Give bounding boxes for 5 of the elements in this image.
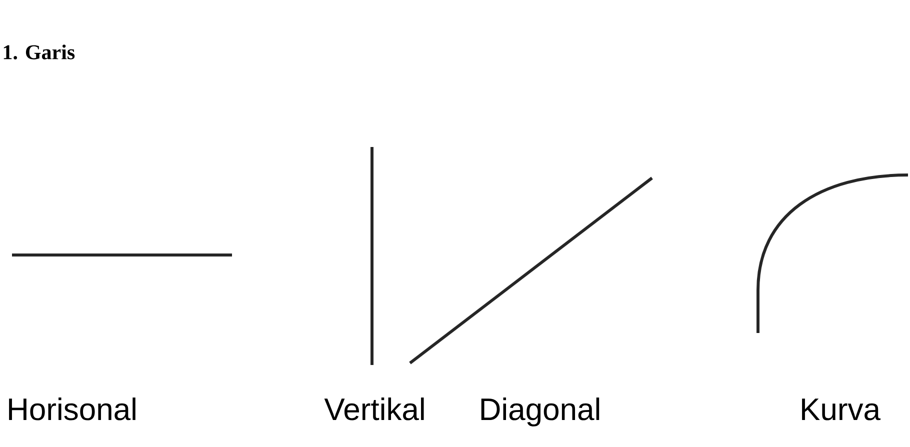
line-label: Kurva [802,398,880,420]
title: 1. Garis [4,44,75,60]
line-label: Horisonal [9,398,136,420]
line-label: Diagonal [481,398,600,426]
line-label: Vertikal [324,398,424,420]
